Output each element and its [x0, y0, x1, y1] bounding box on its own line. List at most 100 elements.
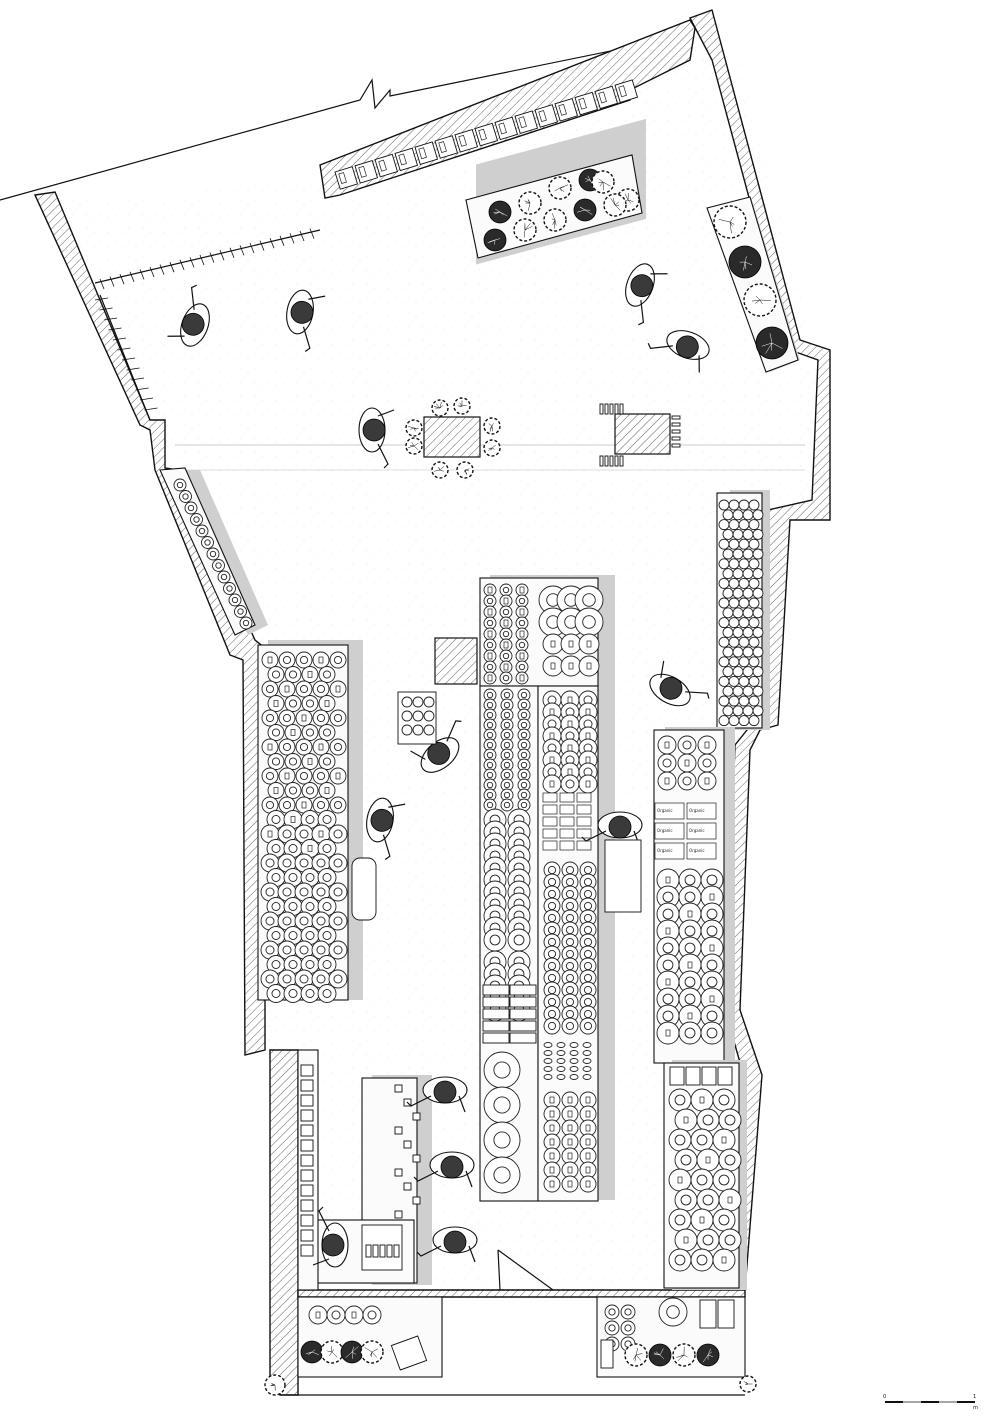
produce-pot-inner	[486, 597, 494, 605]
produce-pot	[718, 538, 730, 550]
price-tag	[687, 910, 693, 918]
produce-pot-inner	[503, 691, 511, 699]
produce-pot-inner	[608, 1308, 616, 1316]
crate	[509, 1008, 537, 1020]
produce-pot-inner	[193, 516, 200, 523]
produce-pot-inner	[333, 742, 343, 752]
chair-slat	[671, 415, 681, 420]
produce-pot-inner	[493, 1096, 511, 1114]
chair-slat	[671, 422, 681, 427]
crate	[394, 147, 419, 172]
leaf	[554, 187, 561, 192]
cafe-table-left[interactable]	[423, 416, 481, 458]
chair-slat	[604, 403, 609, 415]
crate	[434, 135, 459, 159]
crate-label	[518, 116, 527, 129]
produce-pot	[738, 499, 750, 511]
produce-pot-inner	[565, 779, 575, 789]
leaf	[680, 1354, 685, 1357]
produce-pot-inner	[282, 800, 292, 810]
price-tag	[585, 756, 591, 764]
produce-pot	[748, 597, 760, 609]
produce-pot-inner	[265, 713, 275, 723]
leaf	[554, 219, 557, 226]
price-tag	[567, 1110, 573, 1118]
produce-pot-inner	[305, 815, 315, 825]
price-tag	[549, 1180, 555, 1188]
produce-pot-inner	[547, 949, 557, 959]
produce-pot-inner	[696, 1134, 708, 1146]
produce-pot-inner	[520, 801, 528, 809]
person	[416, 1226, 478, 1263]
price-tag	[567, 720, 573, 728]
leaf	[729, 221, 735, 225]
organic-box-label: Organic	[657, 848, 673, 853]
produce-pot-inner	[520, 711, 528, 719]
produce-pot-inner	[518, 597, 526, 605]
price-tag	[704, 741, 710, 749]
produce-pot-inner	[305, 989, 315, 999]
person-arms	[382, 803, 406, 860]
produce-pot-inner	[226, 585, 233, 592]
produce-pot	[748, 577, 760, 589]
leaf	[729, 221, 733, 227]
price-tag	[709, 944, 715, 952]
produce-pot-inner	[231, 596, 239, 604]
price-card	[542, 816, 558, 827]
rack-tick	[144, 407, 158, 411]
leaf	[612, 198, 616, 206]
leaf	[488, 447, 493, 451]
produce-pot-inner	[305, 960, 315, 970]
price-tag	[567, 768, 573, 776]
leaf	[489, 239, 496, 242]
produce-pot	[752, 509, 764, 521]
produce-pot-inner	[547, 937, 557, 947]
cafe-table-right[interactable]	[614, 413, 671, 455]
produce-pot-inner	[299, 655, 309, 665]
person	[413, 1151, 475, 1188]
price-tag	[585, 1096, 591, 1104]
produce-pot-inner	[547, 913, 557, 923]
rack-tick	[189, 257, 195, 268]
leaf	[598, 178, 604, 183]
person-head	[427, 742, 451, 765]
produce	[582, 1042, 592, 1048]
crate-label	[418, 147, 427, 160]
leaf	[438, 467, 441, 471]
produce-pot	[742, 548, 754, 560]
register-key	[365, 1244, 372, 1258]
produce-pot-inner	[176, 481, 184, 489]
organic-box-label: Organic	[689, 848, 705, 853]
right-lower-items	[656, 735, 724, 1045]
produce-pot	[732, 528, 744, 540]
wall-product	[300, 1079, 314, 1092]
leaf	[599, 181, 604, 187]
chair-slat	[609, 455, 614, 467]
produce-pot-inner	[486, 771, 494, 779]
leaf	[524, 223, 531, 231]
produce-pot-inner	[322, 960, 332, 970]
price-tag	[318, 743, 324, 751]
price-tag	[487, 674, 493, 682]
leaf	[584, 209, 593, 215]
produce-pot-inner	[565, 961, 575, 971]
price-tag	[273, 700, 279, 707]
produce-pot-inner	[565, 1009, 575, 1019]
price-tag	[665, 978, 671, 986]
produce-pot-inner	[502, 630, 510, 638]
produce-pot-inner	[265, 684, 275, 694]
price-tag	[318, 830, 324, 838]
produce-pot-inner	[724, 1114, 736, 1126]
price-card	[542, 792, 558, 803]
price-card	[542, 804, 558, 815]
counter-product	[412, 1112, 421, 1121]
produce-pot-inner	[565, 985, 575, 995]
produce-pot-inner	[204, 539, 211, 546]
produce	[582, 1074, 592, 1080]
person-arms	[413, 1170, 473, 1188]
organic-box	[654, 842, 685, 860]
chair-slat	[599, 403, 604, 415]
leaf	[659, 1348, 664, 1356]
produce-pot	[732, 548, 744, 560]
produce-pot	[742, 705, 754, 717]
